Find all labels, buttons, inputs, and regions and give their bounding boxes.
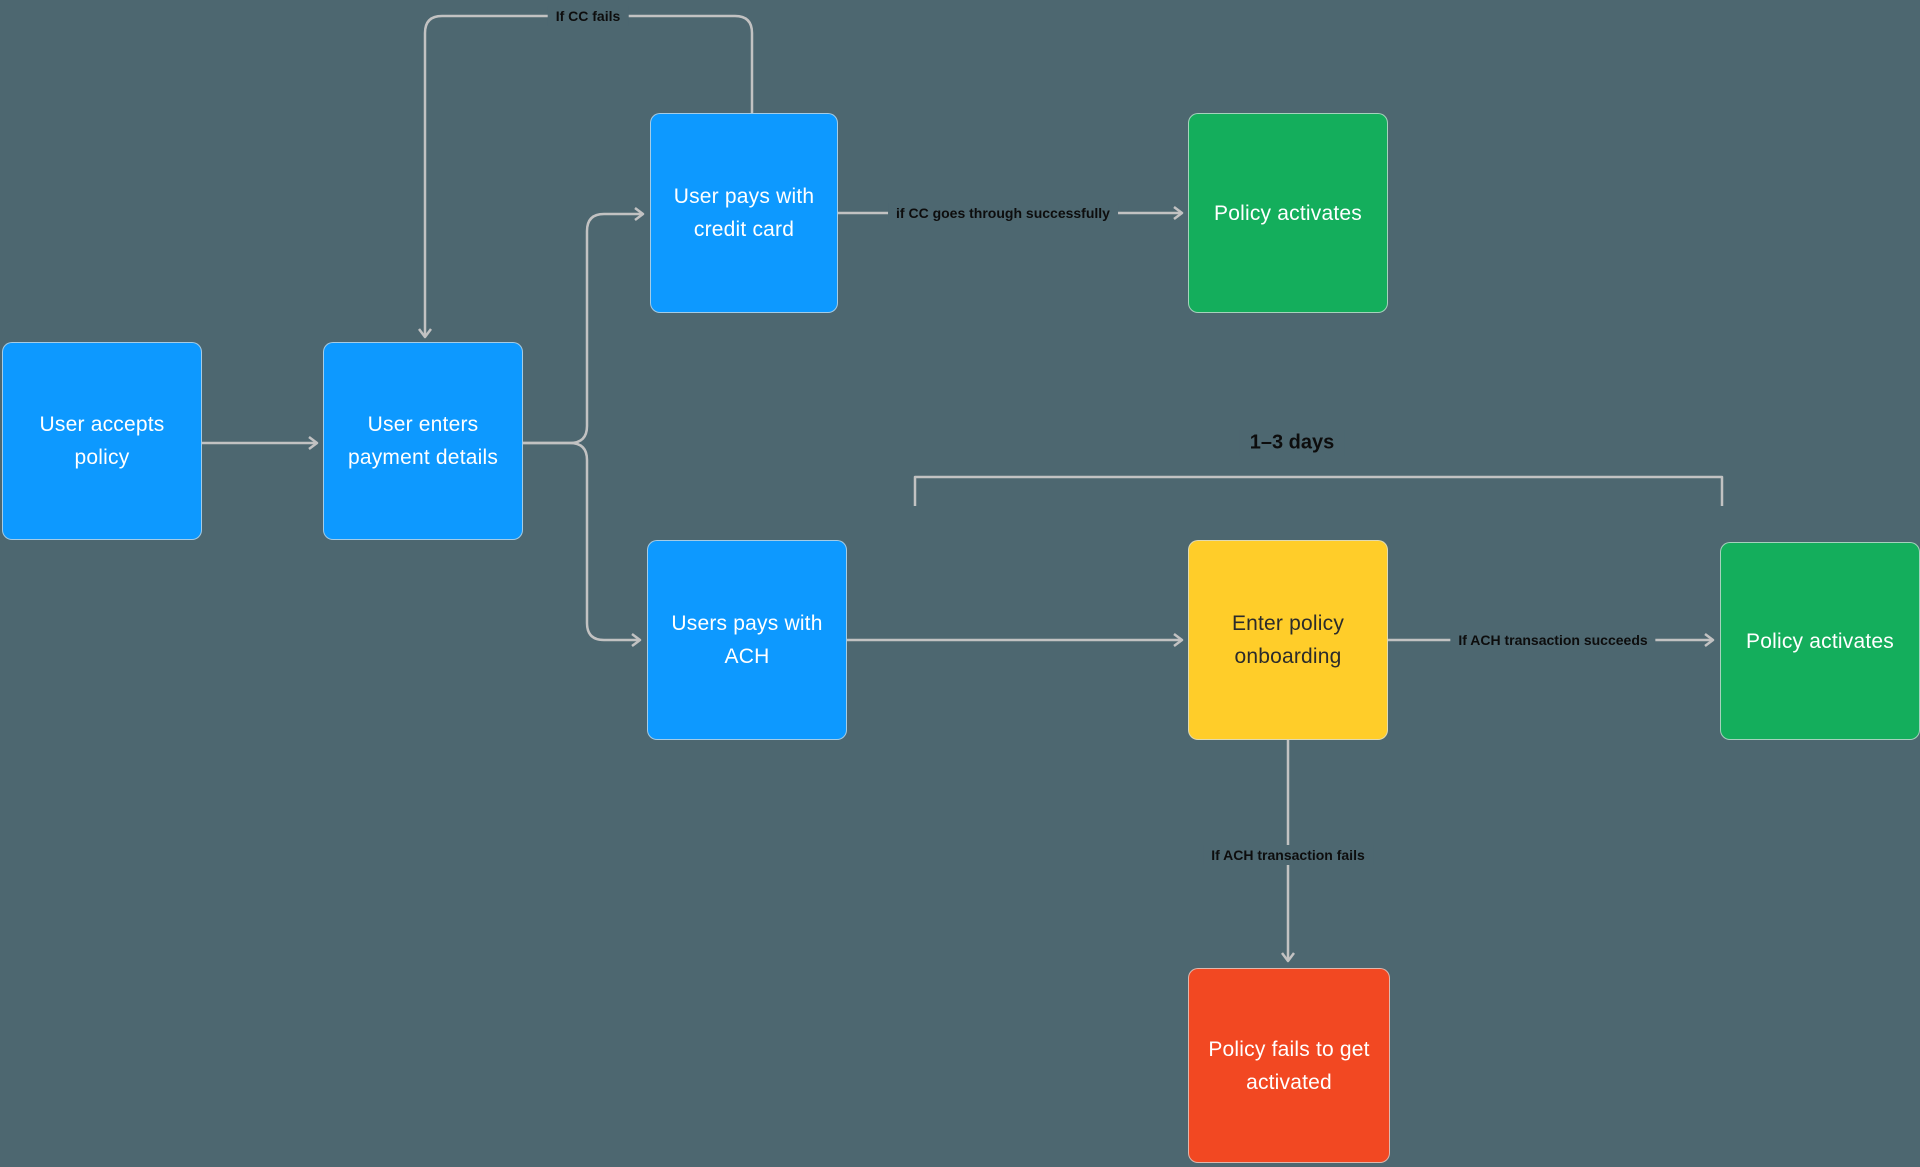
edge-label-cc-success[interactable]: if CC goes through successfully xyxy=(888,203,1118,223)
node-label: Users pays with ACH xyxy=(671,612,823,668)
node-user-accepts-policy[interactable]: User accepts policy xyxy=(2,342,202,540)
node-user-pays-with-credit-card[interactable]: User pays with credit card xyxy=(650,113,838,313)
node-label: Policy activates xyxy=(1214,201,1362,225)
node-label: Policy activates xyxy=(1746,629,1894,653)
node-label: User pays with credit card xyxy=(673,185,815,241)
edge-label-if-cc-fails[interactable]: If CC fails xyxy=(547,6,629,26)
node-enter-policy-onboarding[interactable]: Enter policy onboarding xyxy=(1188,540,1388,740)
node-label: Policy fails to get activated xyxy=(1208,1037,1370,1094)
edge-payment-to-ach[interactable] xyxy=(523,441,642,647)
node-label: Enter policy onboarding xyxy=(1231,612,1345,668)
node-users-pays-with-ach[interactable]: Users pays with ACH xyxy=(647,540,847,740)
edge-label-ach-succeeds[interactable]: If ACH transaction succeeds xyxy=(1450,630,1656,650)
node-label: User accepts policy xyxy=(39,413,165,469)
duration-label[interactable]: 1–3 days xyxy=(1239,429,1345,457)
edge-payment-to-cc[interactable] xyxy=(523,207,645,445)
node-label: User enters payment details xyxy=(347,413,499,469)
node-policy-activates-ach[interactable]: Policy activates xyxy=(1720,542,1920,740)
node-policy-activates-cc[interactable]: Policy activates xyxy=(1188,113,1388,313)
node-user-enters-payment-details[interactable]: User enters payment details xyxy=(323,342,523,540)
node-policy-fails-to-activate[interactable]: Policy fails to get activated xyxy=(1188,968,1390,1163)
duration-bracket[interactable] xyxy=(913,475,1724,506)
edge-label-ach-fails[interactable]: If ACH transaction fails xyxy=(1203,845,1373,865)
